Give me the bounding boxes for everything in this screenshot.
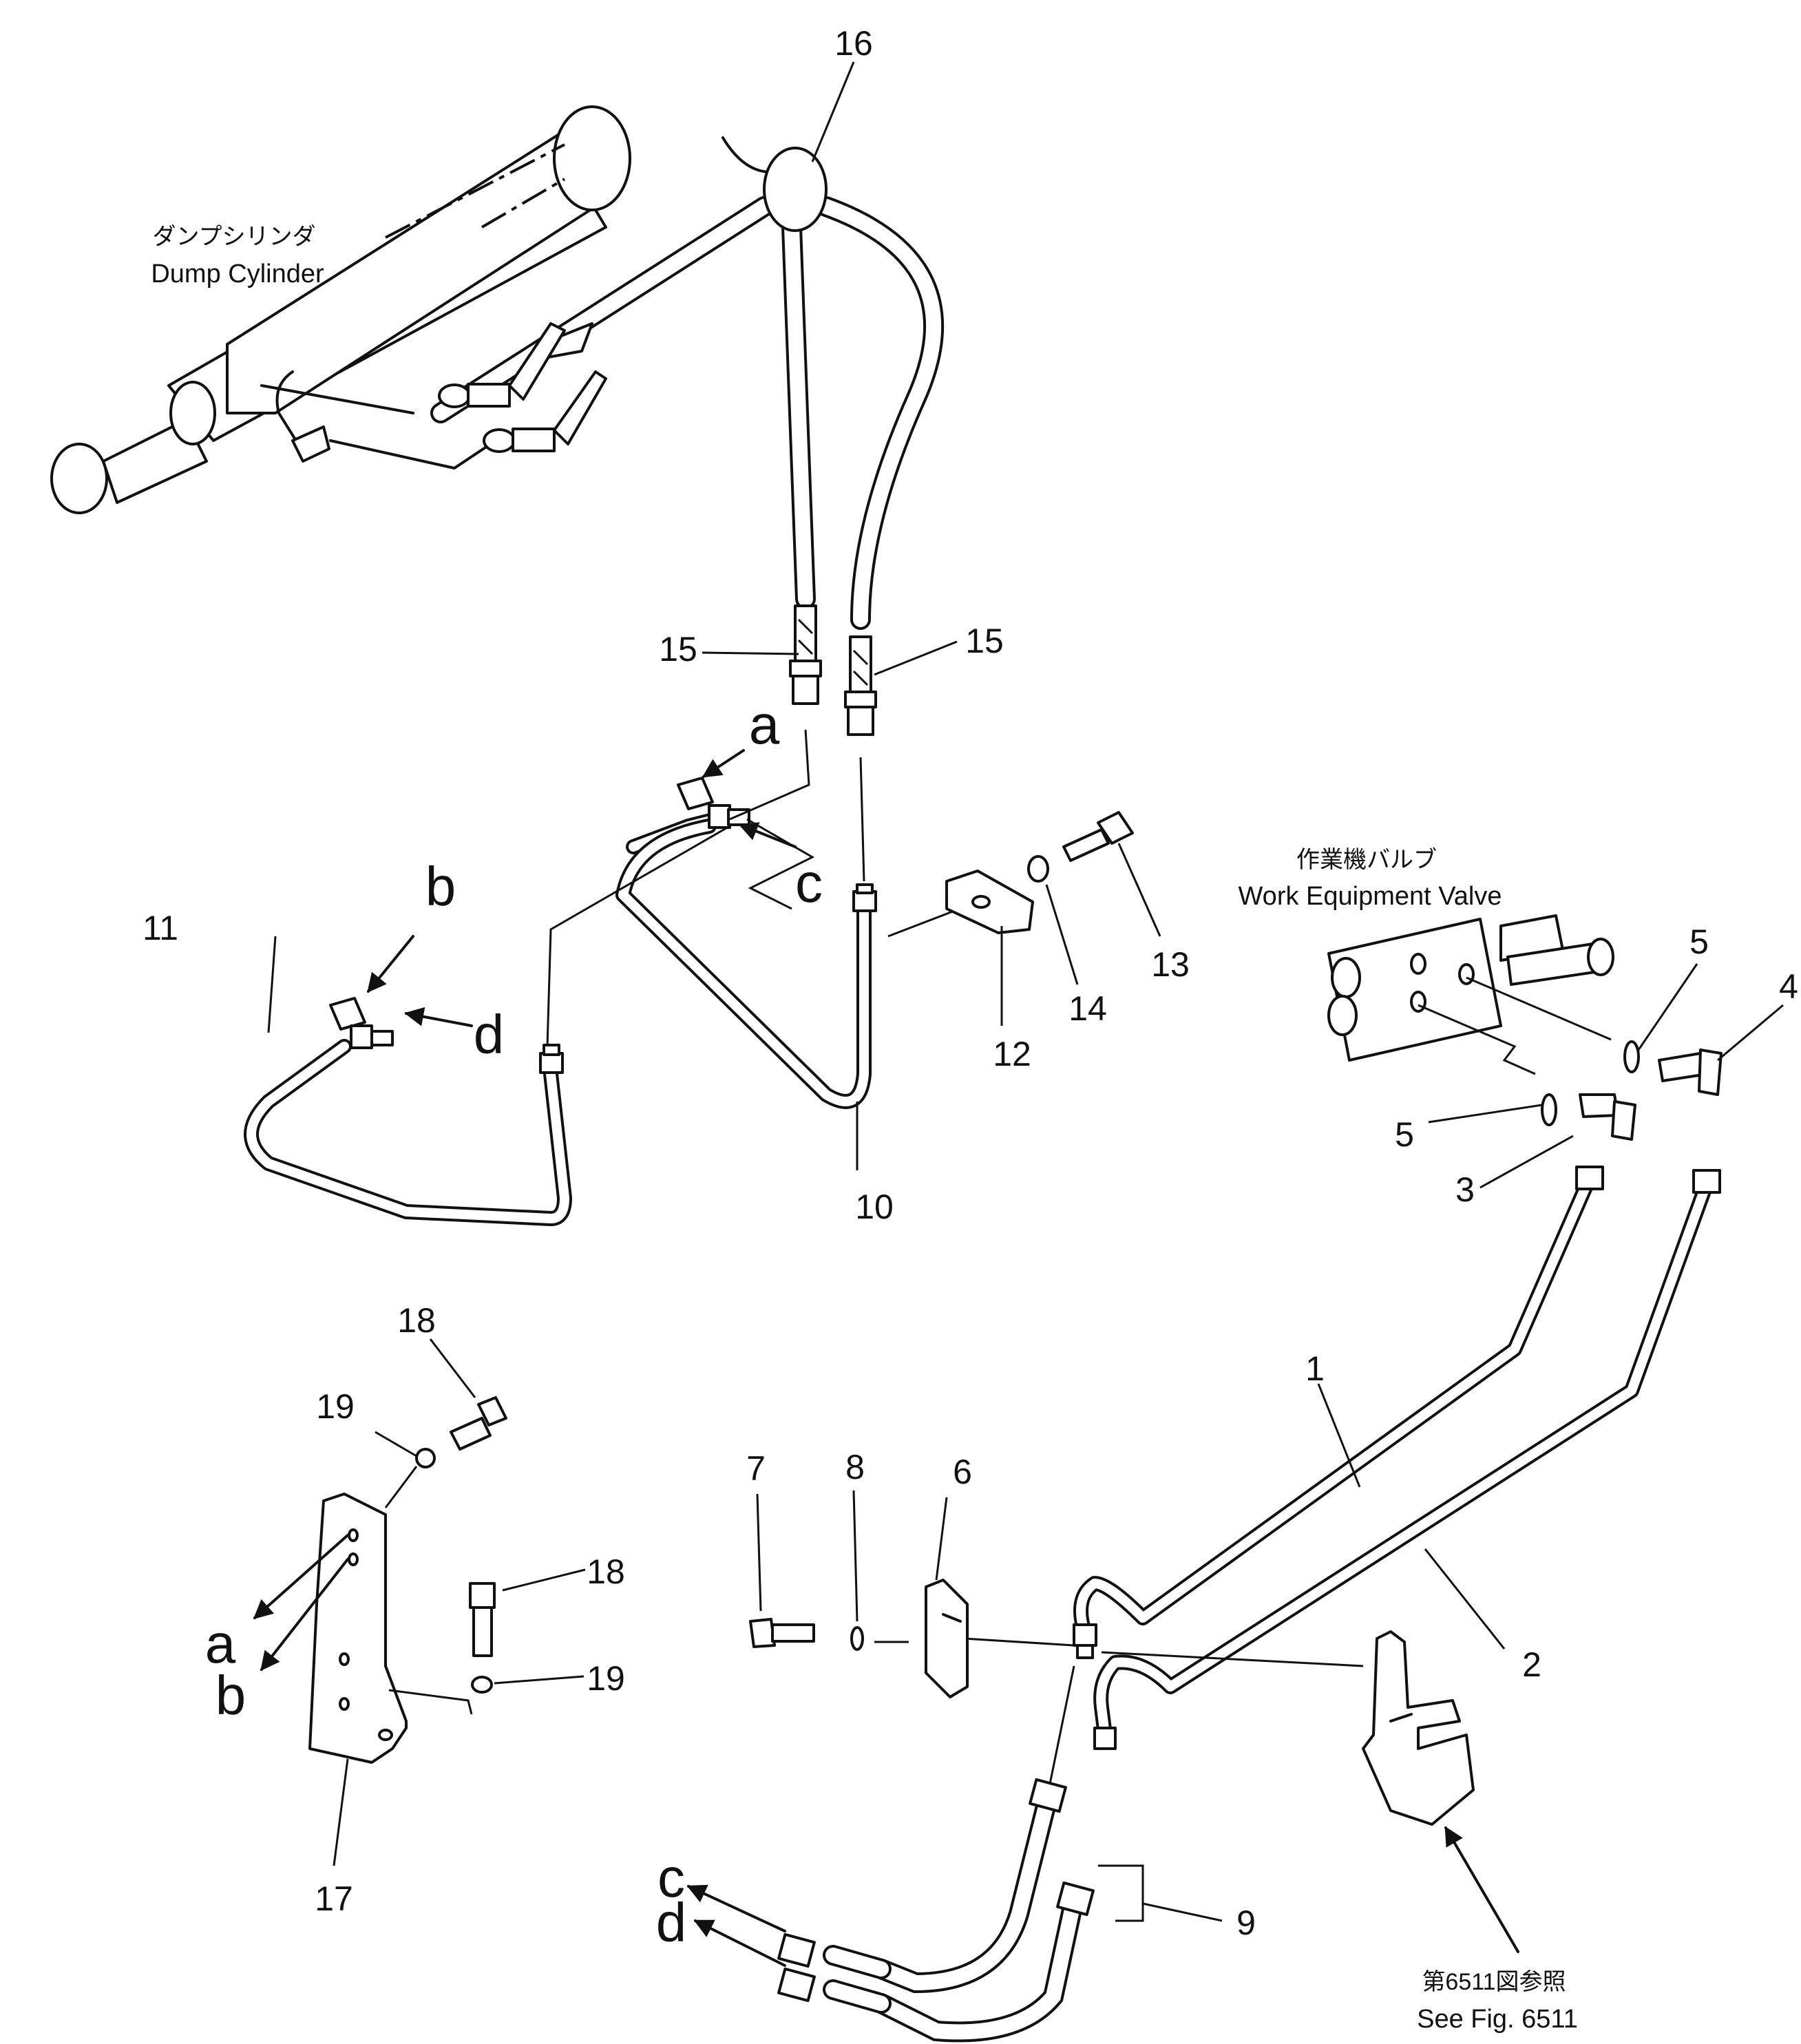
svg-text:See Fig. 6511: See Fig. 6511 (1417, 2005, 1578, 2034)
callout-6: 6 (953, 1453, 972, 1491)
tee-fitting-b (329, 997, 394, 1049)
pipe-11 (244, 1039, 572, 1226)
callout-5-upper: 5 (1689, 923, 1709, 961)
leader-lines (267, 61, 1784, 1922)
callout-15-right: 15 (965, 622, 1004, 660)
o-rings-5 (1541, 1040, 1640, 1126)
callout-9: 9 (1236, 1904, 1256, 1942)
hose-9-assembly (777, 1778, 1144, 2043)
callout-18-lower: 18 (587, 1552, 625, 1591)
hose-fitting-right (844, 635, 877, 736)
port-c-bottom: c (657, 1847, 685, 1908)
callout-11: 11 (143, 909, 178, 947)
callout-10: 10 (855, 1188, 894, 1226)
connection-leaders-lower (874, 1637, 1364, 1818)
hose-fitting-left (789, 604, 822, 705)
callout-19-upper: 19 (316, 1387, 355, 1426)
callout-2: 2 (1522, 1645, 1541, 1684)
port-b-top: b (425, 856, 456, 917)
connection-leaders-upper (546, 729, 978, 1047)
port-letters: a c b d a b c d (205, 694, 823, 1953)
bracket-see-fig (1362, 1630, 1475, 1826)
cylinder-hose-end-upper (438, 322, 566, 408)
work-equipment-valve (1327, 914, 1614, 1075)
pipe-10 (615, 812, 877, 1109)
hose-15-assembly (430, 136, 945, 736)
port-a-bottom: a (205, 1613, 236, 1674)
port-d-bottom: d (656, 1892, 687, 1953)
bolt-7 (749, 1618, 815, 1648)
pipe-fitting-lower (1073, 1623, 1097, 1659)
port-b-bottom: b (215, 1665, 246, 1726)
pipe-2 (1093, 1169, 1721, 1750)
callout-12: 12 (993, 1035, 1031, 1073)
port-a-top: a (749, 694, 780, 755)
elbow-fitting-3 (1579, 1093, 1636, 1141)
svg-text:Dump Cylinder: Dump Cylinder (151, 260, 324, 288)
callout-14: 14 (1068, 989, 1107, 1028)
bolt-18-lower (469, 1582, 496, 1657)
callout-15-left: 15 (659, 630, 697, 668)
svg-text:第6511図参照: 第6511図参照 (1422, 1969, 1566, 1995)
washer-19-upper (384, 1448, 436, 1508)
callout-13: 13 (1151, 945, 1190, 984)
dump-cylinder-caption: ダンプシリンダ Dump Cylinder (151, 224, 324, 288)
callout-3: 3 (1455, 1170, 1475, 1209)
callout-numbers: 16 15 15 11 12 14 13 10 5 4 5 3 1 2 7 8 … (143, 24, 1798, 1942)
callout-16: 16 (834, 24, 873, 63)
washer-14 (1027, 855, 1049, 883)
svg-text:ダンプシリンダ: ダンプシリンダ (153, 224, 316, 250)
bracket-17 (308, 1493, 473, 1764)
see-fig-caption: 第6511図参照 See Fig. 6511 (1417, 1969, 1578, 2034)
bolt-13 (1062, 811, 1134, 862)
port-d-top: d (474, 1004, 505, 1065)
callout-1: 1 (1305, 1349, 1325, 1388)
cylinder-hose-end-lower (483, 370, 607, 453)
port-c-top: c (795, 852, 823, 914)
clamp-12 (945, 870, 1034, 934)
callout-5-lower: 5 (1395, 1115, 1414, 1154)
svg-text:Work Equipment Valve: Work Equipment Valve (1239, 882, 1502, 911)
work-valve-caption: 作業機バルブ Work Equipment Valve (1239, 847, 1502, 911)
washer-19-lower (471, 1676, 493, 1694)
svg-text:作業機バルブ: 作業機バルブ (1296, 847, 1437, 873)
dump-cylinder (50, 105, 631, 514)
callout-7: 7 (746, 1449, 766, 1488)
callout-8: 8 (845, 1448, 865, 1486)
pipe-1 (1073, 1166, 1604, 1639)
callout-19-lower: 19 (587, 1659, 625, 1698)
washer-8 (850, 1626, 864, 1651)
callout-18-upper: 18 (397, 1301, 436, 1340)
callout-17: 17 (315, 1879, 353, 1918)
elbow-fitting-4 (1658, 1049, 1723, 1096)
flow-arrows (253, 749, 1519, 1967)
clamp-6 (925, 1579, 969, 1698)
bolt-18-upper (450, 1396, 507, 1451)
callout-4: 4 (1779, 967, 1798, 1006)
